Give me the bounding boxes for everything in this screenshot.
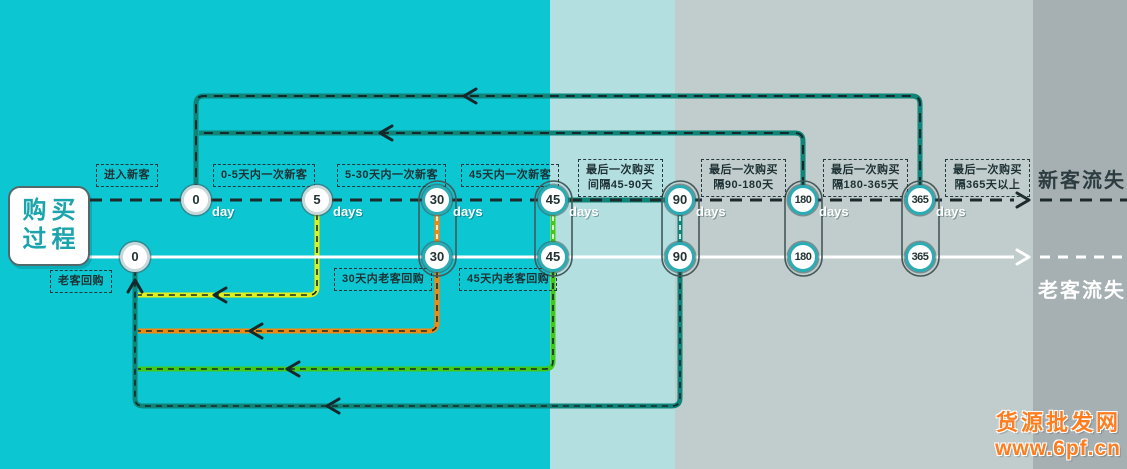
label-last-180-365: 最后一次购买 隔180-365天 (823, 159, 908, 197)
process-title-line1: 购买 (22, 197, 81, 225)
label-0-5-new: 0-5天内一次新客 (213, 164, 316, 187)
node-top-0: 0 (181, 185, 211, 215)
label-last-365-up: 最后一次购买 隔365天以上 (945, 159, 1030, 197)
unit-label-90: days (696, 204, 726, 219)
loop-365-to-0 (193, 93, 923, 186)
label-last-90-180: 最后一次购买 隔90-180天 (701, 159, 786, 197)
flow-teal-90 (132, 200, 683, 409)
left-arrow-icon (378, 124, 394, 142)
node-top-30: 30 (422, 185, 452, 215)
left-arrow-icon (248, 322, 264, 340)
node-bottom-30: 30 (422, 242, 452, 272)
unit-label-180: days (819, 204, 849, 219)
right-arrow-white-icon (1015, 248, 1031, 266)
label-last-45-90: 最后一次购买 间隔45-90天 (578, 159, 663, 197)
background-band-cyan (0, 0, 550, 469)
label-rebuy-45: 45天内老客回购 (459, 268, 558, 291)
node-bottom-180: 180 (788, 242, 818, 272)
site-watermark: 货源批发网 www.6pf.cn (995, 410, 1121, 462)
node-bottom-45: 45 (538, 242, 568, 272)
flow-yellow-0-5 (138, 214, 320, 298)
unit-label-45: days (569, 204, 599, 219)
unit-label-30: days (453, 204, 483, 219)
right-arrow-icon (1015, 191, 1031, 209)
node-bottom-0: 0 (120, 242, 150, 272)
node-top-90: 90 (665, 185, 695, 215)
label-line2: 隔90-180天 (713, 178, 774, 191)
label-line1: 最后一次购买 (709, 164, 778, 176)
node-capsules (418, 180, 940, 277)
node-bottom-365: 365 (905, 242, 935, 272)
left-arrow-icon (285, 360, 301, 378)
label-45-new: 45天内一次新客 (461, 164, 560, 187)
left-arrow-icon (212, 286, 228, 304)
left-arrow-icon (325, 397, 341, 415)
watermark-site-name: 货源批发网 (995, 410, 1121, 435)
label-line2: 隔365天以上 (954, 178, 1021, 191)
new-customer-churn-label: 新客流失 (1038, 170, 1126, 192)
label-line2: 隔180-365天 (832, 178, 899, 191)
unit-label-5: days (333, 204, 363, 219)
node-top-5: 5 (302, 185, 332, 215)
old-customer-timeline (88, 248, 1127, 266)
old-customer-churn-label: 老客流失 (1038, 280, 1126, 302)
background-band-pale-cyan (550, 0, 675, 469)
process-title-box: 购买 过程 (8, 186, 90, 266)
label-line1: 最后一次购买 (586, 164, 655, 176)
label-line2: 间隔45-90天 (587, 178, 654, 191)
left-arrow-icon (462, 87, 478, 105)
node-bottom-90: 90 (665, 242, 695, 272)
flow-arrows (126, 87, 478, 415)
node-top-180: 180 (788, 185, 818, 215)
background-band-light-gray (675, 0, 1033, 469)
label-rebuy-30: 30天内老客回购 (334, 268, 433, 291)
process-title-line2: 过程 (22, 226, 81, 253)
background-band-dark-gray (1033, 0, 1127, 469)
label-line1: 最后一次购买 (831, 164, 900, 176)
flow-orange-30 (138, 200, 440, 334)
label-5-30-new: 5-30天内一次新客 (337, 164, 447, 187)
label-line1: 最后一次购买 (953, 164, 1022, 176)
up-arrow-icon (126, 278, 144, 294)
flow-green-45 (138, 200, 556, 372)
loop-180-to-0 (199, 130, 806, 186)
label-old-rebuy: 老客回购 (50, 270, 112, 293)
unit-label-365: days (936, 204, 966, 219)
watermark-site-url: www.6pf.cn (995, 437, 1121, 461)
node-top-45: 45 (538, 185, 568, 215)
node-top-365: 365 (905, 185, 935, 215)
unit-label-0: day (212, 204, 235, 219)
label-enter-new: 进入新客 (96, 164, 158, 187)
